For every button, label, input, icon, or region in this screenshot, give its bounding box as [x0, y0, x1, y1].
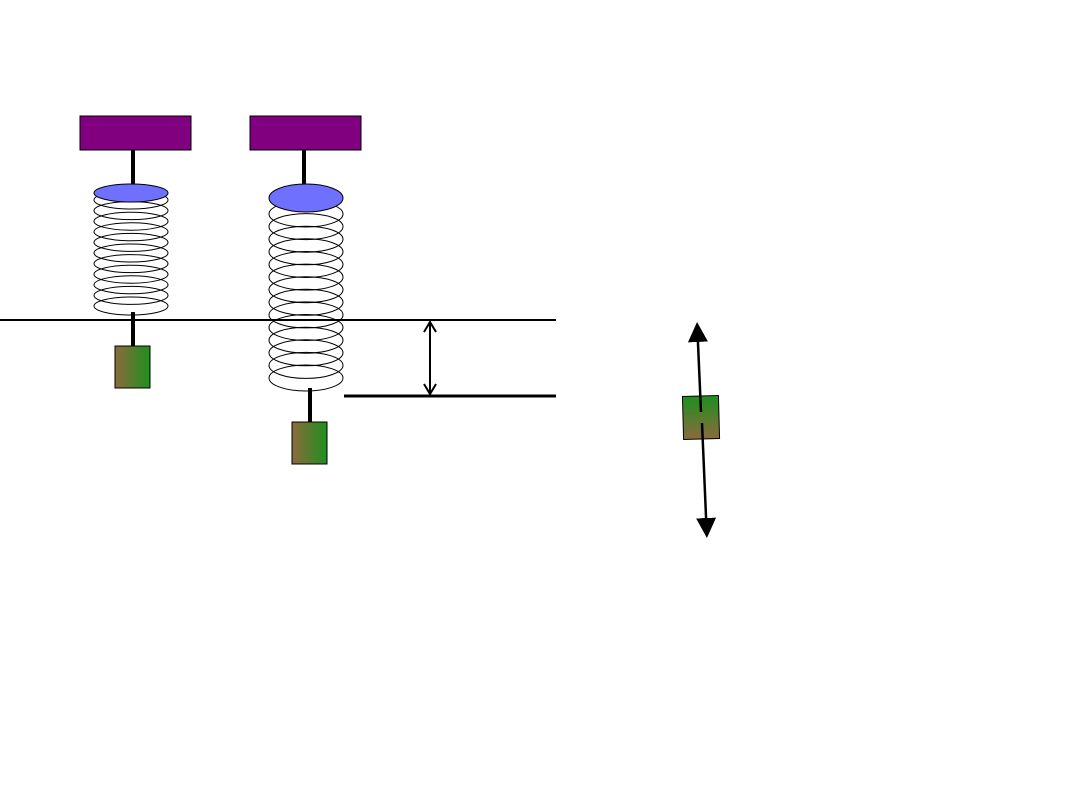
spring-coil-right: [268, 263, 344, 291]
spring-coil-left: [93, 201, 169, 221]
arrow-down-icon: [696, 422, 717, 538]
spring-cap-right: [268, 183, 344, 213]
spring-coil-left: [93, 285, 169, 305]
spring-system-left: [79, 115, 192, 389]
spring-coil-left: [93, 254, 169, 274]
spring-coil-right: [268, 326, 344, 354]
spring-coils-left: [93, 190, 169, 316]
mass-block-left: [114, 345, 151, 389]
spring-coil-right: [268, 288, 344, 316]
mass-block-right: [291, 421, 328, 465]
arrow-up-icon: [687, 322, 708, 413]
spring-cap-left: [93, 183, 169, 203]
spring-system-right: [249, 115, 362, 465]
spring-coil-left: [93, 232, 169, 252]
spring-coil-right: [268, 314, 344, 341]
spring-coil-left: [93, 264, 169, 284]
spring-coil-right: [268, 339, 344, 367]
double-headed-arrow-icon: [423, 320, 437, 396]
spring-coil-right: [268, 251, 344, 278]
spring-coils-right: [268, 200, 344, 392]
spring-coil-right: [268, 364, 344, 392]
spring-coil-right: [268, 238, 344, 266]
spring-coil-left: [93, 211, 169, 231]
spring-coil-right: [268, 351, 344, 379]
support-block-right: [249, 115, 362, 151]
spring-coil-right: [268, 276, 344, 304]
spring-coil-right: [268, 213, 344, 241]
spring-coil-right: [268, 225, 344, 253]
spring-coil-left: [93, 222, 169, 242]
support-block-left: [79, 115, 192, 151]
spring-coil-left: [93, 275, 169, 295]
free-body-diagram: [681, 322, 721, 538]
spring-coil-right: [268, 301, 344, 329]
spring-coil-left: [93, 243, 169, 263]
